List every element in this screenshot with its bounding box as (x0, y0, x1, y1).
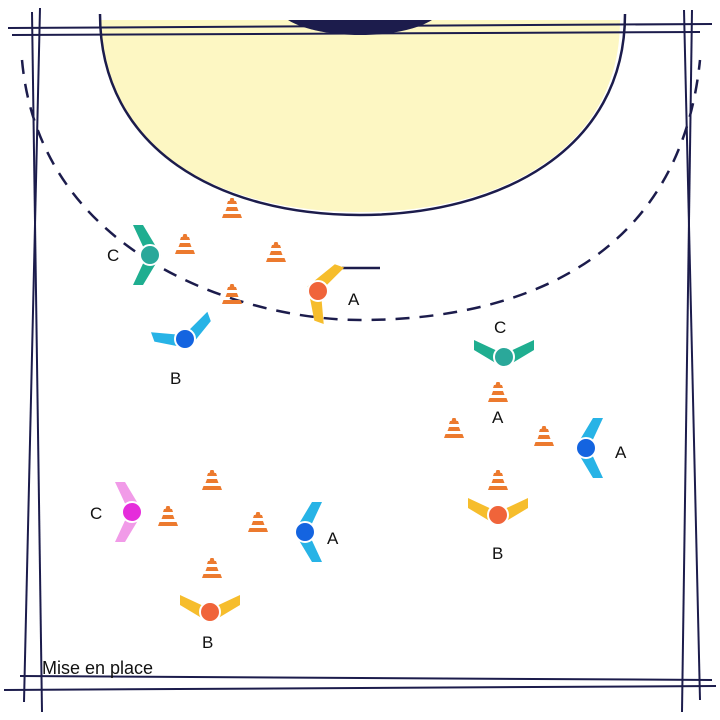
goal (288, 20, 432, 35)
player-b-group1: B (150, 311, 217, 388)
player-label: B (170, 369, 181, 388)
player-label: C (107, 246, 119, 265)
cone (248, 512, 268, 532)
player-label: A (615, 443, 627, 462)
player-label: B (202, 633, 213, 652)
cone (222, 198, 242, 218)
cone (488, 470, 508, 490)
cone (266, 242, 286, 262)
player-a-group2: A (575, 418, 627, 478)
cone (488, 382, 508, 402)
player-c-group3: C (90, 482, 143, 542)
cone (444, 418, 464, 438)
player-c-group2: C (474, 318, 534, 368)
goal-area-line (98, 13, 627, 217)
caption: Mise en place (42, 658, 154, 678)
player-a-group1: A (297, 258, 360, 325)
player-a-group3: A (294, 502, 339, 562)
player-b-group2: B (468, 498, 528, 563)
cone (222, 284, 242, 304)
player-c-group1: C (107, 225, 161, 285)
cone (175, 234, 195, 254)
player-label: A (348, 290, 360, 309)
player-b-group3: B (180, 595, 240, 652)
cone (202, 558, 222, 578)
player-label: C (90, 504, 102, 523)
player-label: A (327, 529, 339, 548)
player-label: A (492, 408, 504, 427)
free-throw-line (20, 59, 702, 322)
cone (202, 470, 222, 490)
player-label: B (492, 544, 503, 563)
cone (158, 506, 178, 526)
court-outline (3, 7, 717, 713)
player-label: C (494, 318, 506, 337)
cone (534, 426, 554, 446)
goal-area (100, 20, 620, 212)
